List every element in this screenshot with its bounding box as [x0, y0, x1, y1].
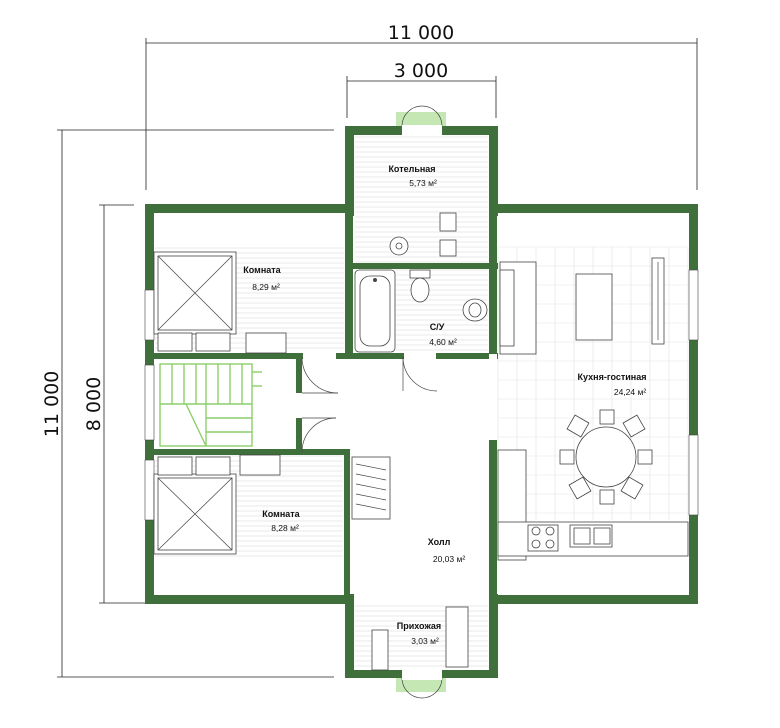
- kitchen-name: Кухня-гостиная: [578, 372, 647, 382]
- walls: [145, 126, 698, 678]
- bathroom-name: С/У: [430, 322, 445, 332]
- windows: [144, 269, 699, 521]
- room-top-area: 8,29 м²: [252, 282, 280, 292]
- entry-name: Прихожая: [397, 621, 441, 631]
- entry-area: 3,03 м²: [411, 636, 439, 646]
- kitchen-area: 24,24 м²: [614, 387, 646, 397]
- dimension-lines: [57, 38, 698, 678]
- entrance-width-label: 3 000: [394, 60, 448, 82]
- room-labels: Котельная 5,73 м² С/У 4,60 м² Комната 8,…: [243, 164, 646, 646]
- stairs: [159, 363, 262, 447]
- furniture: [153, 212, 689, 671]
- room-bottom-name: Комната: [262, 509, 300, 519]
- doors: [301, 105, 497, 699]
- hall-name: Холл: [428, 537, 451, 547]
- boiler-room-area: 5,73 м²: [409, 178, 437, 188]
- overall-height-label: 11 000: [41, 371, 63, 437]
- room-bottom-area: 8,28 м²: [271, 523, 299, 533]
- room-top-name: Комната: [243, 265, 281, 275]
- overall-width-label: 11 000: [388, 22, 454, 44]
- boiler-room-name: Котельная: [388, 164, 435, 174]
- main-height-label: 8 000: [83, 377, 105, 431]
- hall-area: 20,03 м²: [433, 554, 465, 564]
- bathroom-area: 4,60 м²: [429, 337, 457, 347]
